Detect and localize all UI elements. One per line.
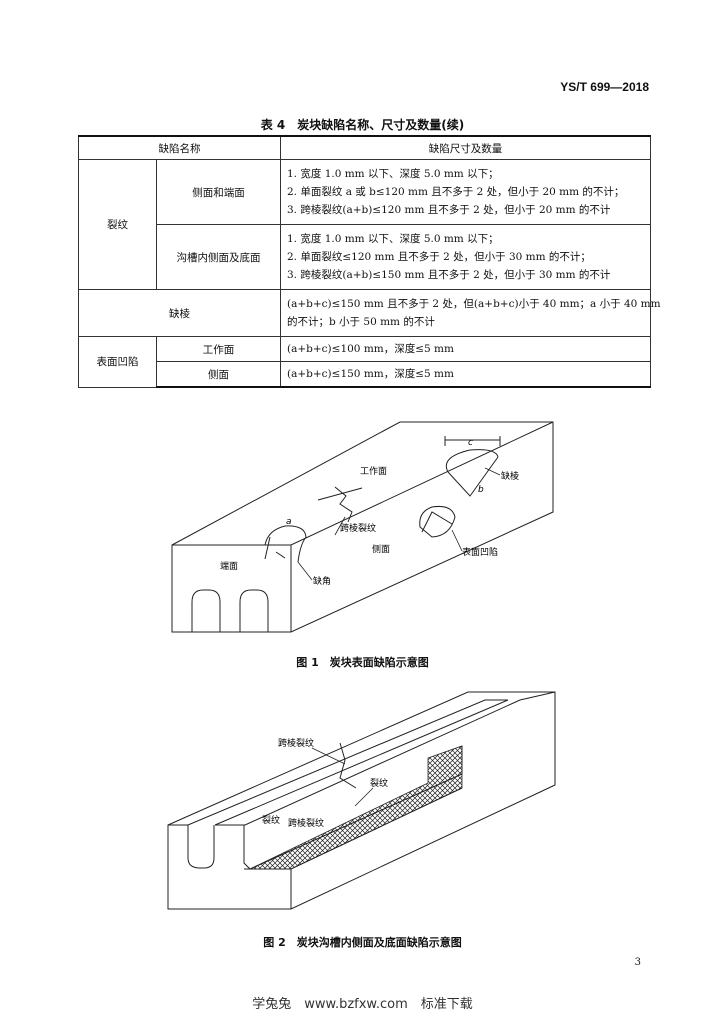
label-b: b [478,485,484,495]
table-row: 侧面 (a+b+c)≤150 mm，深度≤5 mm [79,361,651,388]
label-crack-right: 裂纹 [370,777,388,789]
req-item: 2. 单面裂纹≤120 mm 且不多于 2 处，但小于 30 mm 的不计； [287,251,591,263]
missing-edge-req: (a+b+c)≤150 mm 且不多于 2 处，但(a+b+c)小于 40 mm… [280,289,661,337]
label-end-face: 端面 [220,560,238,572]
label-missing-corner: 缺角 [313,575,331,587]
req-item: 3. 跨棱裂纹(a+b)≤120 mm 且不多于 2 处，但小于 20 mm 的… [287,204,611,216]
table-row: 裂纹 侧面和端面 1. 宽度 1.0 mm 以下、深度 5.0 mm 以下； 2… [78,159,651,290]
defect-table: 缺陷名称 缺陷尺寸及数量 裂纹 侧面和端面 1. 宽度 1.0 mm 以下、深度… [78,135,661,388]
header-defect-name: 缺陷名称 [78,135,281,160]
table-title: 表 4 炭块缺陷名称、尺寸及数量(续) [260,118,465,132]
label-c: c [468,438,473,448]
crack-side-end-req: 1. 宽度 1.0 mm 以下、深度 5.0 mm 以下； 2. 单面裂纹 a … [280,159,651,225]
surface-pit-name: 表面凹陷 [78,336,157,388]
label-cross-edge-crack-bottom: 跨棱裂纹 [288,817,324,829]
req-item: 3. 跨棱裂纹(a+b)≤150 mm 且不多于 2 处，但小于 30 mm 的… [287,269,611,281]
req-item: 1. 宽度 1.0 mm 以下、深度 5.0 mm 以下； [287,233,499,245]
req-item: 2. 单面裂纹 a 或 b≤120 mm 且不多于 2 处，但小于 20 mm … [287,186,625,198]
figure-1: 工作面 端面 侧面 跨棱裂纹 缺角 缺棱 表面凹陷 a b c [0,412,725,644]
table-row: 表面凹陷 工作面 (a+b+c)≤100 mm，深度≤5 mm [78,336,651,388]
crack-name: 裂纹 [78,159,157,290]
label-working-face: 工作面 [360,465,387,477]
surface-pit-working-req: (a+b+c)≤100 mm，深度≤5 mm [280,336,651,362]
crack-groove-req: 1. 宽度 1.0 mm 以下、深度 5.0 mm 以下； 2. 单面裂纹≤12… [280,224,651,290]
figure-2-caption: 图 2 炭块沟槽内侧面及底面缺陷示意图 [263,936,462,949]
label-a: a [286,517,292,527]
req-item: 的不计；b 小于 50 mm 的不计 [287,316,435,328]
req-item: 1. 宽度 1.0 mm 以下、深度 5.0 mm 以下； [287,168,499,180]
missing-edge-name: 缺棱 [78,289,281,337]
standard-code: YS/T 699—2018 [560,80,649,94]
figure-2: 跨棱裂纹 裂纹 裂纹 跨棱裂纹 [0,688,725,918]
label-crack-left: 裂纹 [262,814,280,826]
figure-1-drawing: 工作面 端面 侧面 跨棱裂纹 缺角 缺棱 表面凹陷 a b c [171,421,554,633]
crack-side-end-name: 侧面和端面 [156,159,281,225]
label-cross-edge-crack-top: 跨棱裂纹 [278,737,314,749]
figure-2-drawing: 跨棱裂纹 裂纹 裂纹 跨棱裂纹 [167,691,556,910]
label-side-face: 侧面 [372,543,390,555]
figure-1-caption: 图 1 炭块表面缺陷示意图 [296,656,429,669]
table-row: 沟槽内侧面及底面 1. 宽度 1.0 mm 以下、深度 5.0 mm 以下； 2… [79,224,651,290]
crack-groove-name: 沟槽内侧面及底面 [156,224,281,290]
label-surface-pit: 表面凹陷 [462,546,498,558]
table-row: 缺棱 (a+b+c)≤150 mm 且不多于 2 处，但(a+b+c)小于 40… [78,289,661,337]
footer-watermark: 学兔兔 www.bzfxw.com 标准下载 [252,997,473,1012]
table-header-row: 缺陷名称 缺陷尺寸及数量 [78,135,651,160]
header-defect-size: 缺陷尺寸及数量 [280,135,651,160]
label-missing-edge: 缺棱 [501,470,519,482]
req-item: (a+b+c)≤150 mm 且不多于 2 处，但(a+b+c)小于 40 mm… [287,298,661,310]
surface-pit-side-name: 侧面 [156,361,281,388]
surface-pit-working-name: 工作面 [156,336,281,362]
surface-pit-side-req: (a+b+c)≤150 mm，深度≤5 mm [280,361,651,388]
page-number: 3 [634,957,641,968]
label-cross-edge-crack: 跨棱裂纹 [340,522,376,534]
